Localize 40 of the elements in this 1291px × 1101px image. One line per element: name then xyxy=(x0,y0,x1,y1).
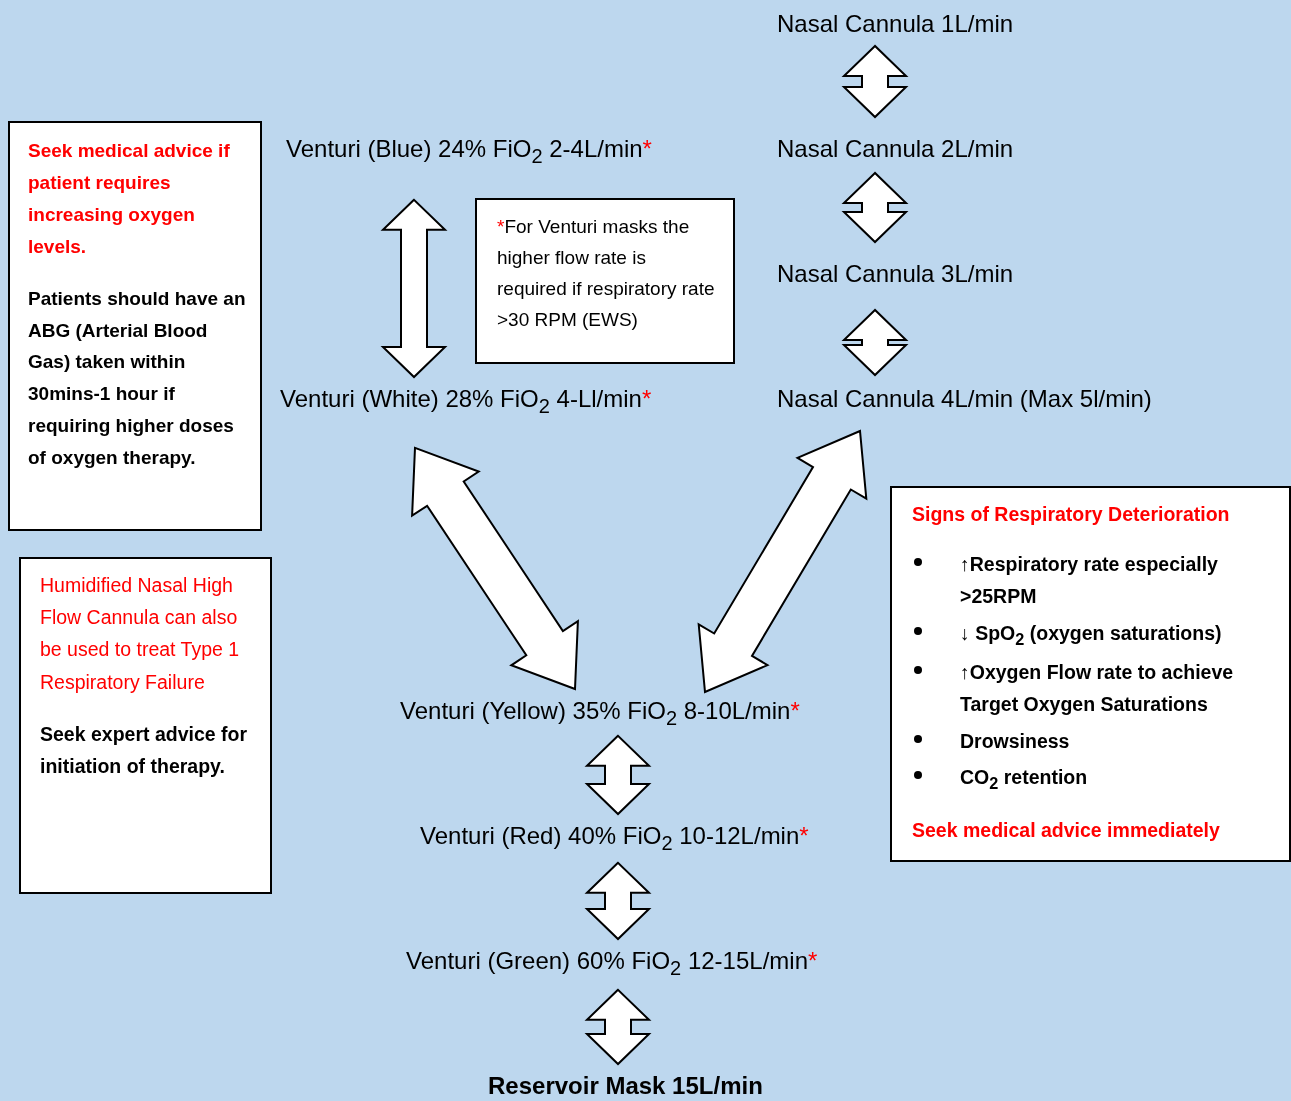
double-arrow xyxy=(584,988,652,1066)
note-text: Humidified Nasal High Flow Cannula can also be used to treat Type 1 Respiratory Failure xyxy=(40,573,241,695)
option-label: Venturi (Green) 60% FiO$_{2}$ 12-15L/min xyxy=(406,947,808,974)
note-text: Patients should have an ABG (Arterial Blood Gas) taken within 30mins-1 hour if requiring higher doses of oxygen therapy. xyxy=(28,286,247,471)
note-box xyxy=(475,198,735,364)
list-item: CO$_{2}$ retention xyxy=(960,764,1089,794)
double-arrow xyxy=(584,861,652,941)
note-text: *For Venturi masks the higher flow rate is required if respiratory rate >30 RPM (EWS) xyxy=(497,215,716,332)
double-arrow xyxy=(380,198,448,379)
double-arrow xyxy=(841,171,909,244)
option-label: Venturi (Yellow) 35% FiO$_{2}$ 8-10L/min xyxy=(400,697,791,724)
signs-box xyxy=(890,486,1291,862)
warning-text: Seek medical advice immediately xyxy=(912,818,1221,844)
asterisk-mark: * xyxy=(790,697,800,724)
double-arrow xyxy=(411,446,579,691)
list-item: ↑Respiratory rate especially >25RPM xyxy=(960,552,1219,610)
option-label: Nasal Cannula 3L/min xyxy=(777,260,1014,287)
list-item: Drowsiness xyxy=(960,728,1071,754)
double-arrow xyxy=(584,734,652,816)
option-label: Venturi (Red) 40% FiO$_{2}$ 10-12L/min xyxy=(420,822,800,849)
note-box xyxy=(19,557,272,894)
option-label: Nasal Cannula 1L/min xyxy=(777,10,1014,37)
list-item: ↓ SpO$_{2}$ (oxygen saturations) xyxy=(960,620,1223,650)
asterisk-mark: * xyxy=(808,947,818,974)
option-label: Venturi (Blue) 24% FiO$_{2}$ 2-4L/min xyxy=(286,135,643,162)
asterisk-mark: * xyxy=(641,385,652,412)
double-arrow xyxy=(841,308,909,377)
double-arrow xyxy=(841,44,909,119)
asterisk-mark: * xyxy=(799,822,809,849)
double-arrow xyxy=(697,429,868,694)
note-text: Seek medical advice if patient requires increasing oxygen levels. xyxy=(28,139,231,259)
option-label: Reservoir Mask 15L/min xyxy=(488,1072,763,1099)
option-label: Nasal Cannula 4L/min (Max 5l/min) xyxy=(777,385,1152,412)
box-heading: Signs of Respiratory Deterioration xyxy=(912,502,1231,527)
list-item: ↑Oxygen Flow rate to achieve Target Oxygen Saturations xyxy=(960,660,1235,718)
note-text: Seek expert advice for initiation of therapy. xyxy=(40,721,249,779)
note-box xyxy=(8,121,262,531)
option-label: Venturi (White) 28% FiO$_{2}$ 4-Ll/min xyxy=(280,385,642,412)
asterisk-mark: * xyxy=(642,135,652,162)
option-label: Nasal Cannula 2L/min xyxy=(777,135,1014,162)
